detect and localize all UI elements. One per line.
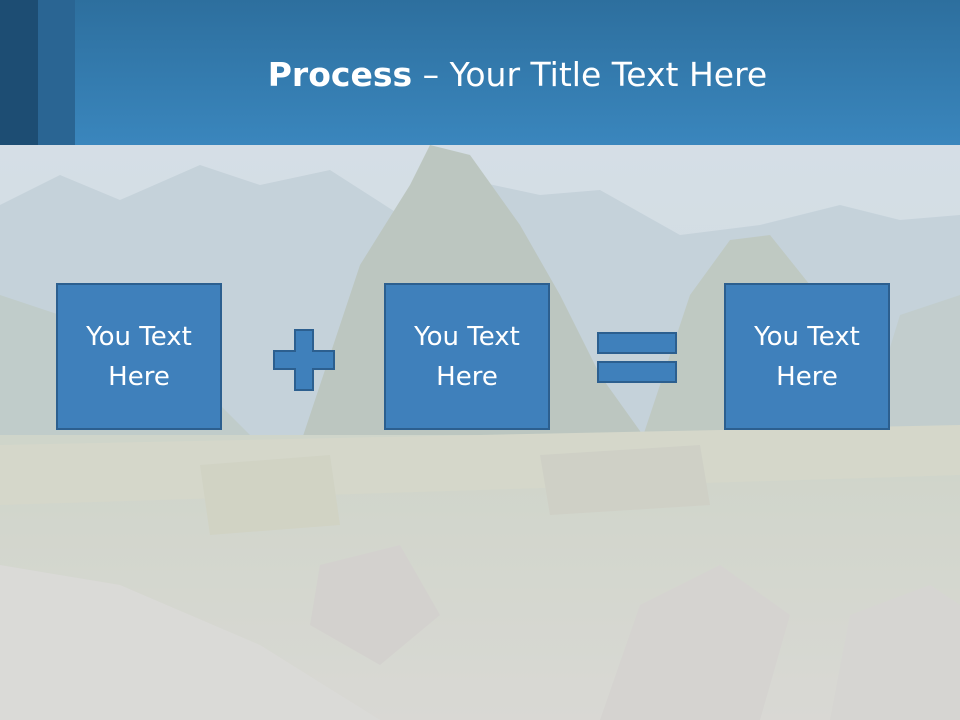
- box-line-2: Here: [108, 361, 170, 392]
- plus-icon: [273, 329, 335, 391]
- background-mountain-image: [0, 145, 960, 720]
- box-line-2: Here: [436, 361, 498, 392]
- box-line-1: You Text: [414, 321, 520, 352]
- process-box-3: You Text Here: [724, 283, 890, 430]
- title-bold: Process: [267, 55, 413, 94]
- slide-title: Process – Your Title Text Here: [75, 52, 960, 98]
- box-line-2: Here: [776, 361, 838, 392]
- box-line-1: You Text: [754, 321, 860, 352]
- equals-icon: [597, 332, 677, 383]
- process-box-1: You Text Here: [56, 283, 222, 430]
- header-accent-mid: [38, 0, 75, 145]
- header-accent-dark: [0, 0, 38, 145]
- box-line-1: You Text: [86, 321, 192, 352]
- title-dash: –: [412, 55, 450, 94]
- title-bar: Process – Your Title Text Here: [0, 0, 960, 145]
- process-box-2: You Text Here: [384, 283, 550, 430]
- title-rest: Your Title Text Here: [449, 55, 768, 94]
